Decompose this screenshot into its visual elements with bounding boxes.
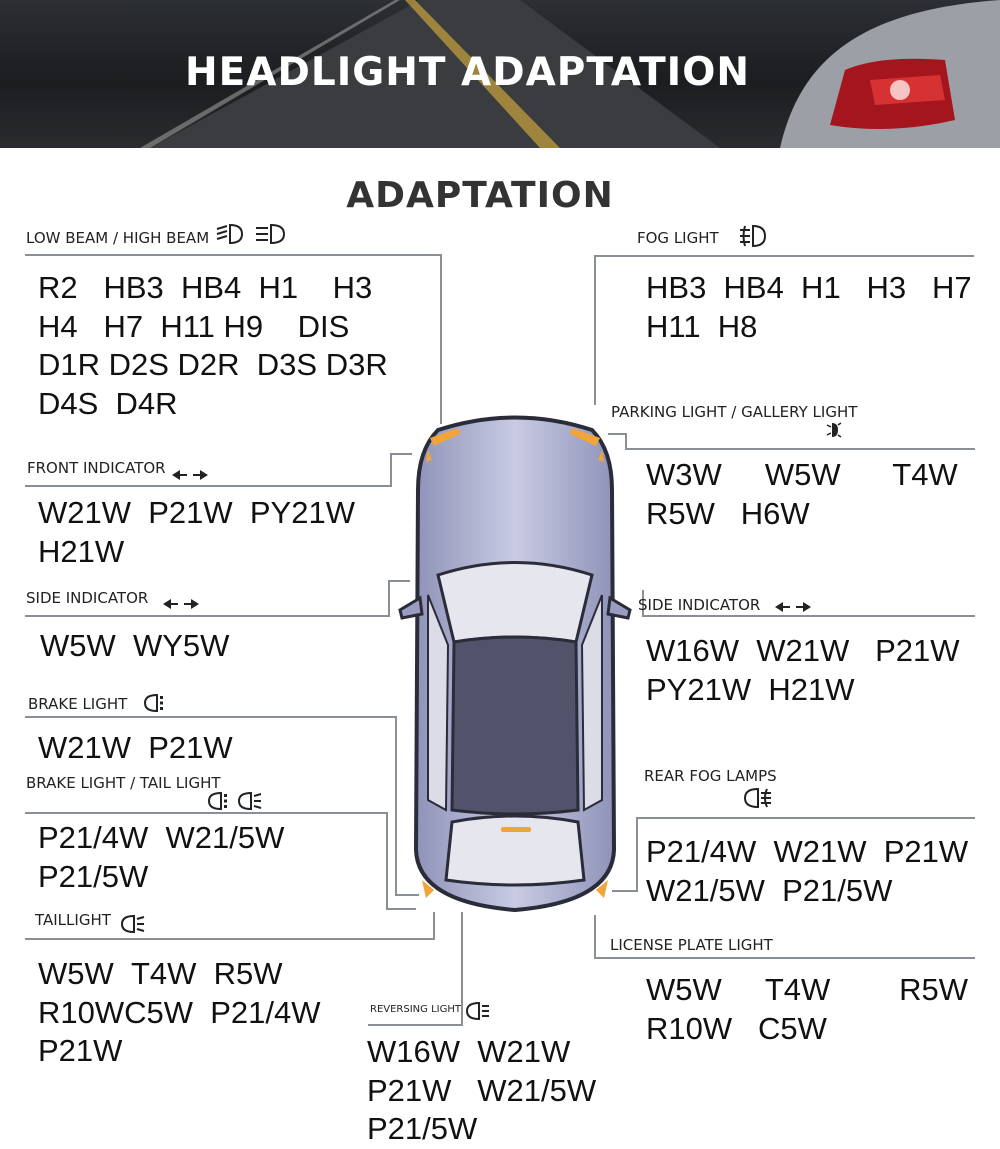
brake-light-icon [207,791,227,811]
connector-side-left-stub [388,580,410,582]
connector-fog [594,255,974,257]
section-title: ADAPTATION [346,175,614,216]
header-banner: HEADLIGHT ADAPTATION [0,0,1000,148]
code-line: H4 H7 H11 H9 DIS [38,308,350,344]
parking-light-icon [826,422,842,438]
codes-reversing-light: W16W W21W P21W W21/5W P21/5W [367,1033,596,1149]
label-license-plate-light: LICENSE PLATE LIGHT [610,936,773,954]
code-line: W21W P21W PY21W [38,495,355,530]
connector-side-left-vert [388,580,390,617]
label-brake-light: BRAKE LIGHT [28,695,128,713]
connector-license-vert [594,915,596,959]
banner-title: HEADLIGHT ADAPTATION [185,50,750,95]
taillight-icon [120,914,145,934]
rear-fog-icon [743,787,771,809]
connector-front-indicator [25,485,392,487]
connector-brake-tail-vert [386,812,388,910]
connector-reversing [368,1024,463,1026]
code-line: P21W W21/5W [367,1072,597,1108]
high-beam-icon [256,223,286,245]
connector-rear-fog-vert [636,817,638,892]
label-rear-fog-lamps: REAR FOG LAMPS [644,767,777,785]
reversing-light-icon [465,1001,489,1021]
tail-light-icon [237,791,262,811]
code-line: R10W C5W [646,1010,827,1046]
code-line: D1R D2S D2R D3S D3R [38,347,388,382]
indicator-arrows-icon [775,602,811,612]
brake-light-icon [143,693,163,713]
code-line: P21/4W W21/5W [38,820,285,855]
connector-front-indicator-stub [390,453,412,455]
connector-brake [25,716,397,718]
connector-low-high [25,254,441,256]
connector-taillight [25,938,435,940]
code-line: W5W T4W R5W [646,972,969,1007]
code-line: P21W [38,1033,123,1068]
code-line: W21W P21W [38,730,233,765]
connector-parking [625,448,975,450]
connector-side-left [25,615,390,617]
connector-side-right [642,615,975,617]
fog-light-icon [740,224,767,248]
code-line: P21/4W W21W P21W [646,834,969,869]
code-line: R5W H6W [646,495,810,531]
codes-rear-fog-lamps: P21/4W W21W P21W W21/5W P21/5W [646,833,968,910]
connector-license [594,957,975,959]
code-line: H21W [38,533,125,569]
connector-taillight-vert [433,912,435,940]
code-line: R2 HB3 HB4 H1 H3 [38,270,373,305]
codes-side-indicator-left: W5W WY5W [40,627,229,666]
connector-side-right-vert [642,590,644,617]
connector-brake-vert [395,716,397,896]
label-parking-light: PARKING LIGHT / GALLERY LIGHT [611,403,858,421]
low-beam-icon [216,223,244,245]
connector-brake-tail [25,812,388,814]
label-taillight: TAILLIGHT [35,911,111,929]
connector-brake-stub [395,894,419,896]
road-background [140,0,1000,148]
code-line: W3W W5W T4W [646,457,958,492]
label-reversing-light: REVERSING LIGHT [370,1004,461,1015]
code-line: P21/5W [367,1111,478,1146]
connector-reversing-vert [461,912,463,1026]
codes-brake-tail-light: P21/4W W21/5W P21/5W [38,819,284,896]
car-top-view [398,415,632,913]
codes-front-indicator: W21W P21W PY21W H21W [38,494,355,571]
code-line: W16W W21W [367,1034,571,1069]
label-low-high-beam: LOW BEAM / HIGH BEAM [26,229,210,247]
code-line: P21/5W [38,858,149,894]
code-line: R10WC5W P21/4W [38,994,321,1030]
connector-front-indicator-vert [390,453,392,487]
code-line: D4S D4R [38,385,178,421]
label-fog-light: FOG LIGHT [637,229,719,247]
codes-taillight: W5W T4W R5W R10WC5W P21/4W P21W [38,955,321,1071]
connector-fog-vert [594,255,596,405]
connector-parking-stub [608,433,627,435]
codes-parking-light: W3W W5W T4W R5W H6W [646,456,958,533]
connector-rear-fog [638,817,975,819]
codes-side-indicator-right: W16W W21W P21W PY21W H21W [646,632,959,709]
codes-fog-light: HB3 HB4 H1 H3 H7 H11 H8 [646,269,972,346]
codes-low-high-beam: R2 HB3 HB4 H1 H3 H4 H7 H11 H9 DIS D1R D2… [38,269,388,423]
code-line: W16W W21W P21W [646,633,960,668]
codes-brake-light: W21W P21W [38,729,233,768]
code-line: W5W WY5W [40,628,230,663]
codes-license-plate-light: W5W T4W R5W R10W C5W [646,971,968,1048]
indicator-arrows-icon [172,470,208,480]
connector-brake-tail-stub [386,908,416,910]
connector-parking-vert [625,433,627,450]
code-line: PY21W H21W [646,671,855,707]
connector-low-high-vert [440,254,442,424]
code-line: W21/5W P21/5W [646,872,893,908]
label-side-indicator-right: SIDE INDICATOR [638,596,761,614]
code-line: W5W T4W R5W [38,956,283,991]
connector-rear-fog-stub [612,890,638,892]
label-front-indicator: FRONT INDICATOR [27,459,166,477]
indicator-arrows-icon [163,599,199,609]
label-side-indicator-left: SIDE INDICATOR [26,589,149,607]
label-brake-tail-light: BRAKE LIGHT / TAIL LIGHT [26,774,221,792]
code-line: H11 H8 [646,308,758,344]
code-line: HB3 HB4 H1 H3 H7 [646,270,972,305]
